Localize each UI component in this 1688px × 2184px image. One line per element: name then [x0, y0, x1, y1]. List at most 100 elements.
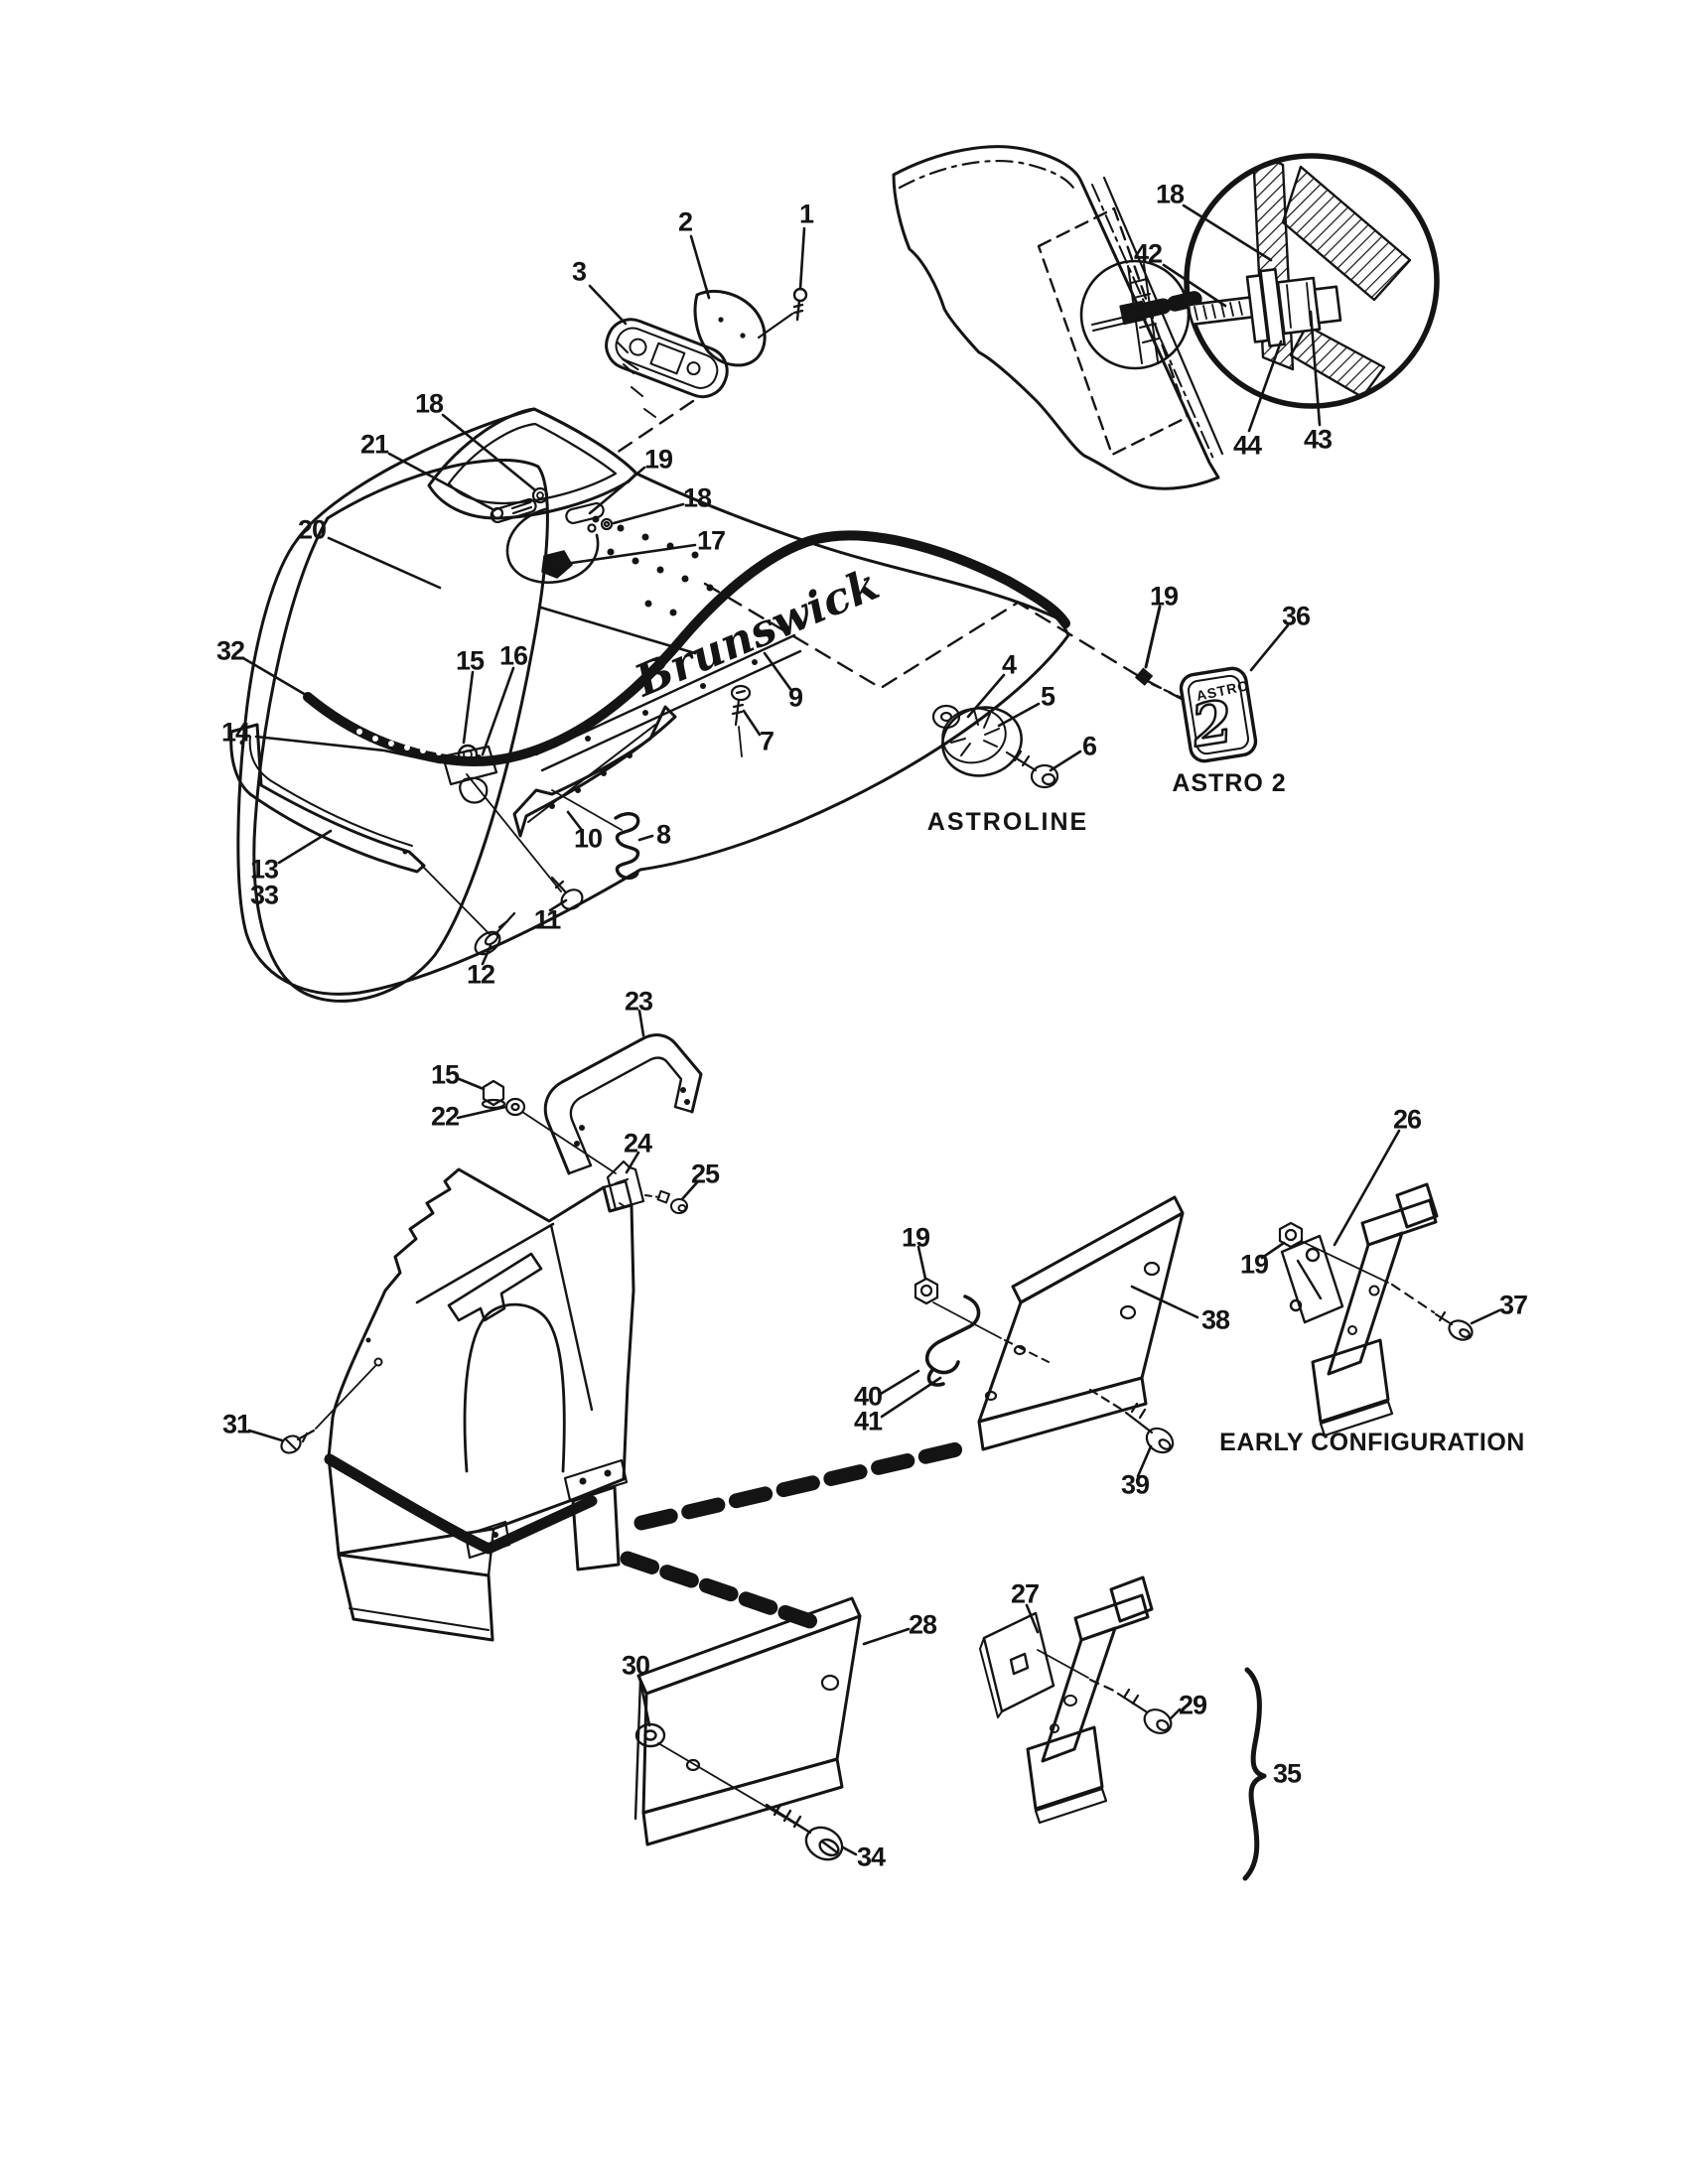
- rim-grommet-hole: [536, 491, 544, 499]
- arm-hole: [1347, 1325, 1357, 1335]
- arch-cutout: [463, 1302, 566, 1473]
- bracket-26-foot-lip: [1319, 1400, 1394, 1437]
- plate-28-group: [633, 1596, 862, 1861]
- pedestal-top-tab: [602, 1179, 633, 1207]
- keeper-plate: [441, 745, 498, 804]
- screw-to-clip-line: [757, 312, 794, 340]
- magnified-cross-section: [1187, 156, 1412, 399]
- bolt-29: [1088, 1678, 1173, 1734]
- bolt-37: [1434, 1310, 1474, 1341]
- arm-hole: [1368, 1285, 1380, 1297]
- badge-plate: [1179, 666, 1258, 763]
- bracket-27-strip: [1073, 1593, 1150, 1642]
- screw-7: [730, 684, 752, 727]
- leader-lines: [241, 204, 1501, 1856]
- hidden-bracket-dashed: [1037, 206, 1190, 457]
- corner-panel-detail: [892, 145, 1440, 490]
- clip-plate-hole: [740, 333, 746, 339]
- bracket-26-arm: [1327, 1231, 1404, 1376]
- panel-flange-inner: [1102, 176, 1224, 456]
- handle-23-inner: [569, 1056, 683, 1167]
- screw-31: [280, 1429, 316, 1454]
- bolt-6: [1005, 750, 1059, 789]
- pedestal-ridge: [415, 1222, 555, 1304]
- brace-35: [1242, 1667, 1267, 1881]
- clip-plate-hole: [718, 317, 724, 323]
- arrow-19b: [1144, 605, 1162, 669]
- clip-plate: [693, 290, 767, 367]
- base-box-lip: [349, 1607, 490, 1631]
- mount-hole: [373, 1357, 383, 1367]
- plate-28-flange: [636, 1596, 862, 1696]
- latch-assembly: [605, 287, 808, 457]
- plate-to-bracket-line: [1037, 1649, 1089, 1679]
- dash-to-hole: [1004, 1339, 1050, 1363]
- pedestal: [280, 1167, 635, 1642]
- screw-25: [644, 1189, 688, 1214]
- side-hinge: [565, 501, 614, 533]
- arm-hole: [1063, 1695, 1077, 1706]
- clip-40-41: [924, 1295, 981, 1387]
- washer-22: [504, 1097, 526, 1117]
- badge-dash: [1150, 682, 1184, 700]
- washer-30: [634, 1722, 666, 1748]
- plate-38-flange: [1011, 1195, 1185, 1304]
- assembly-lines: [421, 726, 743, 936]
- nut-19c: [914, 1277, 939, 1305]
- bracket-27-foot: [1026, 1725, 1104, 1811]
- spring-8: [614, 812, 640, 881]
- dash-to-bolt: [1390, 1283, 1436, 1314]
- plate-38-group: [914, 1195, 1185, 1454]
- handle-23-outer: [543, 1033, 703, 1175]
- side-panel-holes: [592, 515, 714, 616]
- screw-31-line: [315, 1365, 376, 1430]
- plate-38-lip: [977, 1376, 1148, 1451]
- pedestal-fold: [549, 1223, 594, 1412]
- trim-strip-10: [512, 705, 677, 838]
- mount-line: [1300, 1240, 1389, 1284]
- base-box: [337, 1553, 494, 1642]
- fat-arrow-lower: [620, 1551, 818, 1629]
- bolt-39: [1088, 1388, 1175, 1454]
- foot-bracket-a: [563, 1458, 629, 1502]
- pedestal-body: [327, 1167, 635, 1556]
- astro2-badge: ASTRO 2 ASTRO 2: [1134, 605, 1286, 797]
- panel-sheet: [892, 145, 1220, 490]
- side-cutout: [505, 507, 600, 584]
- handle-assembly: [481, 1033, 703, 1214]
- brunswick-script: Brunswick: [627, 559, 887, 708]
- base-box-edge: [487, 1528, 495, 1577]
- bolt-34: [765, 1803, 844, 1861]
- bracket-27-foot-lip: [1034, 1787, 1108, 1825]
- bracket-26-tab: [1395, 1182, 1439, 1229]
- mount-line: [521, 1111, 617, 1174]
- bracket-26-group: EARLY CONFIGURATION: [1219, 1182, 1525, 1456]
- skirt-fold-edge: [539, 606, 697, 655]
- plate-28-lip: [641, 1757, 844, 1846]
- hood-top-opening-inner: [447, 422, 618, 505]
- latch-mech-teeth: [617, 341, 656, 418]
- panel-edge-dashdot: [898, 160, 1077, 193]
- latch-to-hood-dashed: [612, 399, 695, 457]
- arm-hole: [1050, 1723, 1059, 1733]
- bracket-26-strip: [1360, 1198, 1438, 1247]
- early-configuration-caption: EARLY CONFIGURATION: [1219, 1429, 1525, 1456]
- pedestal-band: [324, 1453, 598, 1555]
- plate-27: [979, 1611, 1055, 1718]
- nut-15b: [481, 1079, 506, 1110]
- nut-to-plate-line: [932, 1301, 1002, 1339]
- magnify-arrow-fat-dash: [1136, 289, 1211, 319]
- skirt-strip-holes: [585, 659, 758, 742]
- handle-holes: [574, 1087, 690, 1147]
- trim-band-rivets: [356, 729, 442, 755]
- fat-arrow-upper: [633, 1439, 973, 1531]
- right-foot: [571, 1485, 621, 1571]
- bracket-27-tab: [1109, 1575, 1154, 1623]
- plate-28-hole: [685, 1758, 701, 1772]
- mount-dot: [365, 1337, 371, 1343]
- bracket-27-group: [979, 1575, 1267, 1881]
- bumper-strip-13: [229, 723, 426, 874]
- hood-lower-parts: [229, 684, 752, 956]
